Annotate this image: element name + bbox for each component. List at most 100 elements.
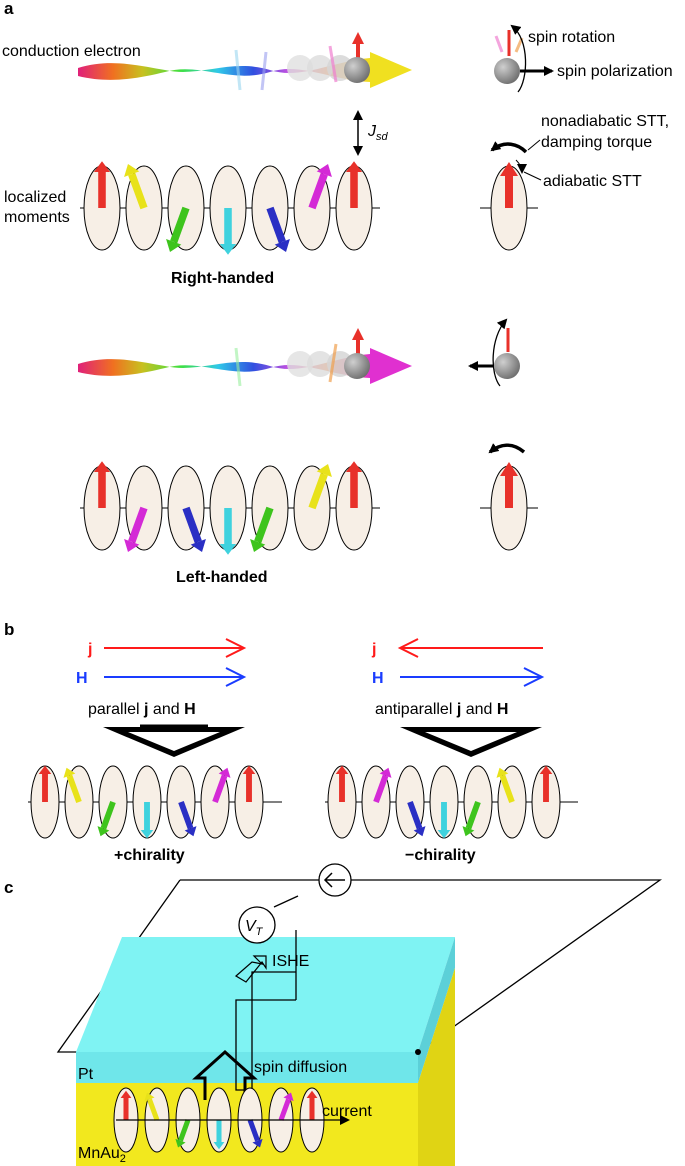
moment-cell: [395, 765, 426, 839]
spin-arrow-shaft: [182, 506, 202, 544]
spin-arrow-head: [38, 765, 52, 774]
moment-cell: [327, 765, 357, 839]
spin-diffusion-label: spin diffusion: [254, 1059, 347, 1076]
nonadiabatic-label-line2: damping torque: [541, 134, 652, 151]
conduction-electron-tube-bottom: [78, 328, 412, 387]
spin-arrow-head: [120, 1090, 132, 1098]
voltmeter-wire: [273, 895, 299, 908]
spin-arrow-shaft: [254, 506, 274, 544]
spin-arrow-head: [175, 1138, 186, 1148]
spin-arrow-head: [496, 767, 509, 778]
stt-moment-reversed: [480, 443, 538, 551]
spin-arrow-shaft: [66, 774, 82, 804]
moments-minus-chirality: [325, 765, 578, 839]
panel-b-label: b: [4, 620, 14, 639]
moment-cell: [167, 465, 206, 552]
spin-polarization-label: spin polarization: [557, 63, 673, 80]
moment-cell: [293, 464, 332, 551]
spin-arrow-head: [306, 1090, 318, 1098]
moments-plus-chirality: [28, 765, 282, 839]
moment-cell: [462, 765, 493, 839]
pt-layer-top: [76, 937, 455, 1052]
moment-cell: [250, 465, 289, 552]
spin-arrow-shaft: [266, 206, 286, 244]
j-label-left: j: [87, 641, 92, 658]
spin-rotation-label: spin rotation: [528, 29, 615, 46]
localized-moments-left-handed: [80, 461, 380, 555]
spin-arrow-shaft: [247, 1119, 260, 1142]
stt-moment: [480, 141, 538, 251]
spin-arrow-head: [413, 826, 426, 837]
j-label-right: j: [371, 641, 376, 658]
contact-point-right: [415, 1049, 421, 1055]
adiabatic-leader: [523, 171, 542, 181]
h-label-right: H: [372, 670, 384, 687]
plus-chirality-label: +chirality: [114, 847, 185, 864]
spin-polarization-diagram-reversed: [468, 318, 520, 387]
spin-arrow-shaft: [308, 472, 328, 510]
mnau-layer-side: [418, 968, 455, 1166]
spin-arrow-shaft: [499, 774, 515, 804]
localized-moments-right-handed: [80, 161, 380, 255]
spin-arrow-head: [166, 239, 182, 252]
spin-polarization-diagram: [494, 24, 554, 93]
spin-arrow-shaft: [170, 206, 190, 244]
moment-cell: [335, 161, 373, 251]
moment-cell: [209, 165, 247, 255]
moment-cell: [132, 765, 162, 839]
spin-arrow-head: [63, 767, 76, 778]
moment-cell: [30, 765, 60, 839]
moment-cell: [335, 461, 373, 551]
voltmeter-icon: [238, 906, 276, 944]
moment-cell: [234, 765, 264, 839]
spin-arrow-head: [252, 1138, 263, 1148]
spin-arrow-head: [462, 826, 475, 837]
spin-arrow-head: [335, 765, 349, 774]
moment-cell: [200, 765, 231, 839]
spin-arrow-head: [124, 539, 140, 552]
spin-arrow-head: [219, 544, 237, 555]
spin-arrow-head: [345, 461, 363, 472]
ishe-arrow-icon: [234, 955, 267, 983]
moment-cell: [166, 165, 205, 252]
conduction-electron-tube-top: [78, 32, 412, 91]
moment-cell: [124, 164, 163, 251]
localized-label-line2: moments: [4, 209, 70, 226]
left-handed-label: Left-handed: [176, 569, 268, 586]
current-source-arrow-icon: [323, 872, 345, 888]
spin-arrow-head: [218, 767, 231, 778]
spin-arrow-head: [316, 464, 332, 477]
antiparallel-hollow-arrow: [400, 727, 542, 757]
nonadiabatic-leader: [527, 139, 541, 151]
moment-cell: [293, 164, 332, 251]
jsd-label: Jsd: [367, 123, 389, 143]
spin-arrow-shaft: [100, 800, 116, 830]
moment-cell: [531, 765, 561, 839]
spin-arrow-shaft: [407, 800, 423, 830]
moment-cell: [83, 461, 121, 551]
spin-arrow-head: [93, 161, 111, 172]
voltmeter-leads: [235, 930, 297, 1118]
spin-arrow-shaft: [278, 1098, 291, 1121]
localized-label-line1: localized: [4, 189, 66, 206]
spin-arrow-head: [140, 830, 154, 839]
spin-arrow-head: [97, 826, 110, 837]
panel-a-label: a: [4, 0, 14, 18]
spin-arrow-shaft: [128, 172, 148, 210]
spin-arrow-head: [190, 539, 206, 552]
spin-arrow-head: [316, 164, 332, 177]
conduction-electron-label: conduction electron: [2, 43, 141, 60]
parallel-label: parallel j and H: [88, 701, 196, 718]
moment-cell: [124, 465, 163, 552]
moment-cell: [209, 465, 247, 555]
spin-arrow-head: [274, 239, 290, 252]
spin-arrow-head: [539, 765, 553, 774]
spin-arrow-shaft: [465, 800, 481, 830]
spin-arrow-head: [437, 830, 451, 839]
spin-arrow-head: [242, 765, 256, 774]
spin-arrow-head: [93, 461, 111, 472]
spin-arrow-head: [213, 1142, 225, 1150]
antiparallel-label: antiparallel j and H: [375, 701, 508, 718]
parallel-hollow-arrow: [103, 727, 245, 757]
spin-arrow-head: [250, 539, 266, 552]
